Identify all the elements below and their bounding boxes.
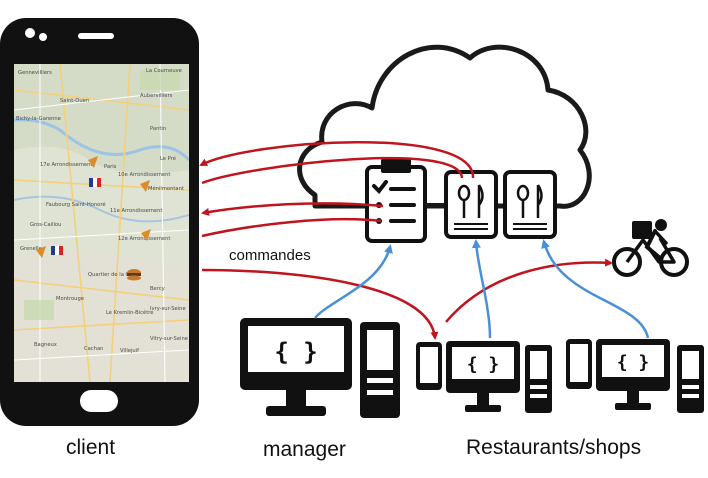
manager-label: manager	[263, 438, 346, 461]
map-label: Bagneux	[34, 342, 57, 348]
burger-icon	[127, 269, 141, 281]
arrow-to-courier	[445, 258, 613, 323]
tower-pc-icon	[360, 322, 400, 418]
monitor-icon: { }	[240, 318, 352, 416]
french-flag-marker	[89, 178, 101, 187]
home-button	[80, 390, 118, 412]
map-label: Vitry-sur-Seine	[150, 336, 188, 342]
clipboard-icon	[365, 159, 427, 243]
map-label: 12e Arrondissement	[118, 236, 170, 242]
map-label: Cachan	[84, 346, 103, 352]
restaurant-station-2: { }	[566, 339, 704, 413]
smartphone-icon: Gennevilliers La CourneuveAubervilliersSa…	[0, 18, 199, 426]
map-label: Quartier de la Gare	[88, 272, 138, 278]
code-flow-arrows	[314, 239, 650, 339]
map-label: Montrouge	[56, 296, 84, 302]
map-label: Bichy-la-Garenne	[16, 116, 61, 122]
city-map: Gennevilliers La CourneuveAubervilliersSa…	[14, 64, 189, 382]
map-label: Gennevilliers	[18, 70, 52, 76]
arrow-client-to-clipboard	[201, 217, 382, 238]
map-label: Ménilmontant	[148, 185, 184, 192]
arrow-manager-to-clipboard	[314, 244, 393, 319]
french-flag-marker	[51, 246, 63, 255]
smartphone-icon	[416, 342, 442, 390]
map-label: Faubourg Saint-Honoré	[46, 201, 106, 208]
arrow-menu-to-client	[199, 141, 475, 179]
map-label: 17e Arrondissement	[40, 162, 92, 168]
pizza-icon	[88, 156, 98, 168]
menu-card-icon	[503, 170, 557, 239]
map-label: 10e Arrondissement	[118, 172, 170, 178]
order-flow-arrows	[199, 141, 613, 340]
map-label: La Courneuve	[146, 68, 182, 74]
map-label: Le Kremlin-Bicêtre	[106, 309, 153, 316]
map-label: Saint-Ouen	[60, 98, 89, 104]
tower-pc-icon	[525, 345, 552, 413]
map-label: Bercy	[150, 286, 165, 292]
restaurant-station-1: { }	[416, 341, 552, 413]
pizza-icon	[36, 246, 46, 258]
menu-card-icon	[444, 170, 498, 239]
arrow-clipboard-to-client	[201, 202, 384, 216]
monitor-icon: { }	[446, 341, 520, 412]
svg-text:{ }: { }	[617, 352, 650, 373]
map-label: Grenelle	[20, 246, 42, 252]
svg-text:{ }: { }	[467, 354, 500, 375]
map-label: Villejuif	[120, 348, 139, 354]
client-label: client	[66, 436, 116, 459]
restaurants-shops-label: Restaurants/shops	[466, 436, 642, 459]
map-label: 11e Arrondissement	[110, 208, 162, 214]
map-label: Paris	[104, 164, 117, 170]
map-label: Gros-Caillou	[30, 222, 61, 228]
map-label: Aubervilliers	[140, 93, 173, 99]
pizza-icon	[141, 229, 151, 241]
map-label: Ivry-sur-Seine	[150, 306, 186, 312]
arrow-client-to-menu	[201, 156, 464, 185]
camera-icon	[25, 28, 35, 38]
map-label: Pantin	[150, 126, 166, 132]
arrow-restaurant-to-menu-1	[471, 239, 492, 339]
smartphone-icon	[566, 339, 592, 389]
map-label: Le Pré	[160, 155, 176, 162]
bicycle-courier-icon	[612, 219, 689, 277]
manager-workstation: { }	[240, 318, 400, 418]
monitor-icon: { }	[596, 339, 670, 410]
commandes-label: commandes	[229, 247, 311, 264]
pizza-icon	[140, 180, 150, 192]
svg-text:{ }: { }	[274, 338, 317, 366]
tower-pc-icon	[677, 345, 704, 413]
arrow-commandes	[201, 268, 439, 340]
arrow-restaurant-to-menu-2	[541, 239, 650, 339]
